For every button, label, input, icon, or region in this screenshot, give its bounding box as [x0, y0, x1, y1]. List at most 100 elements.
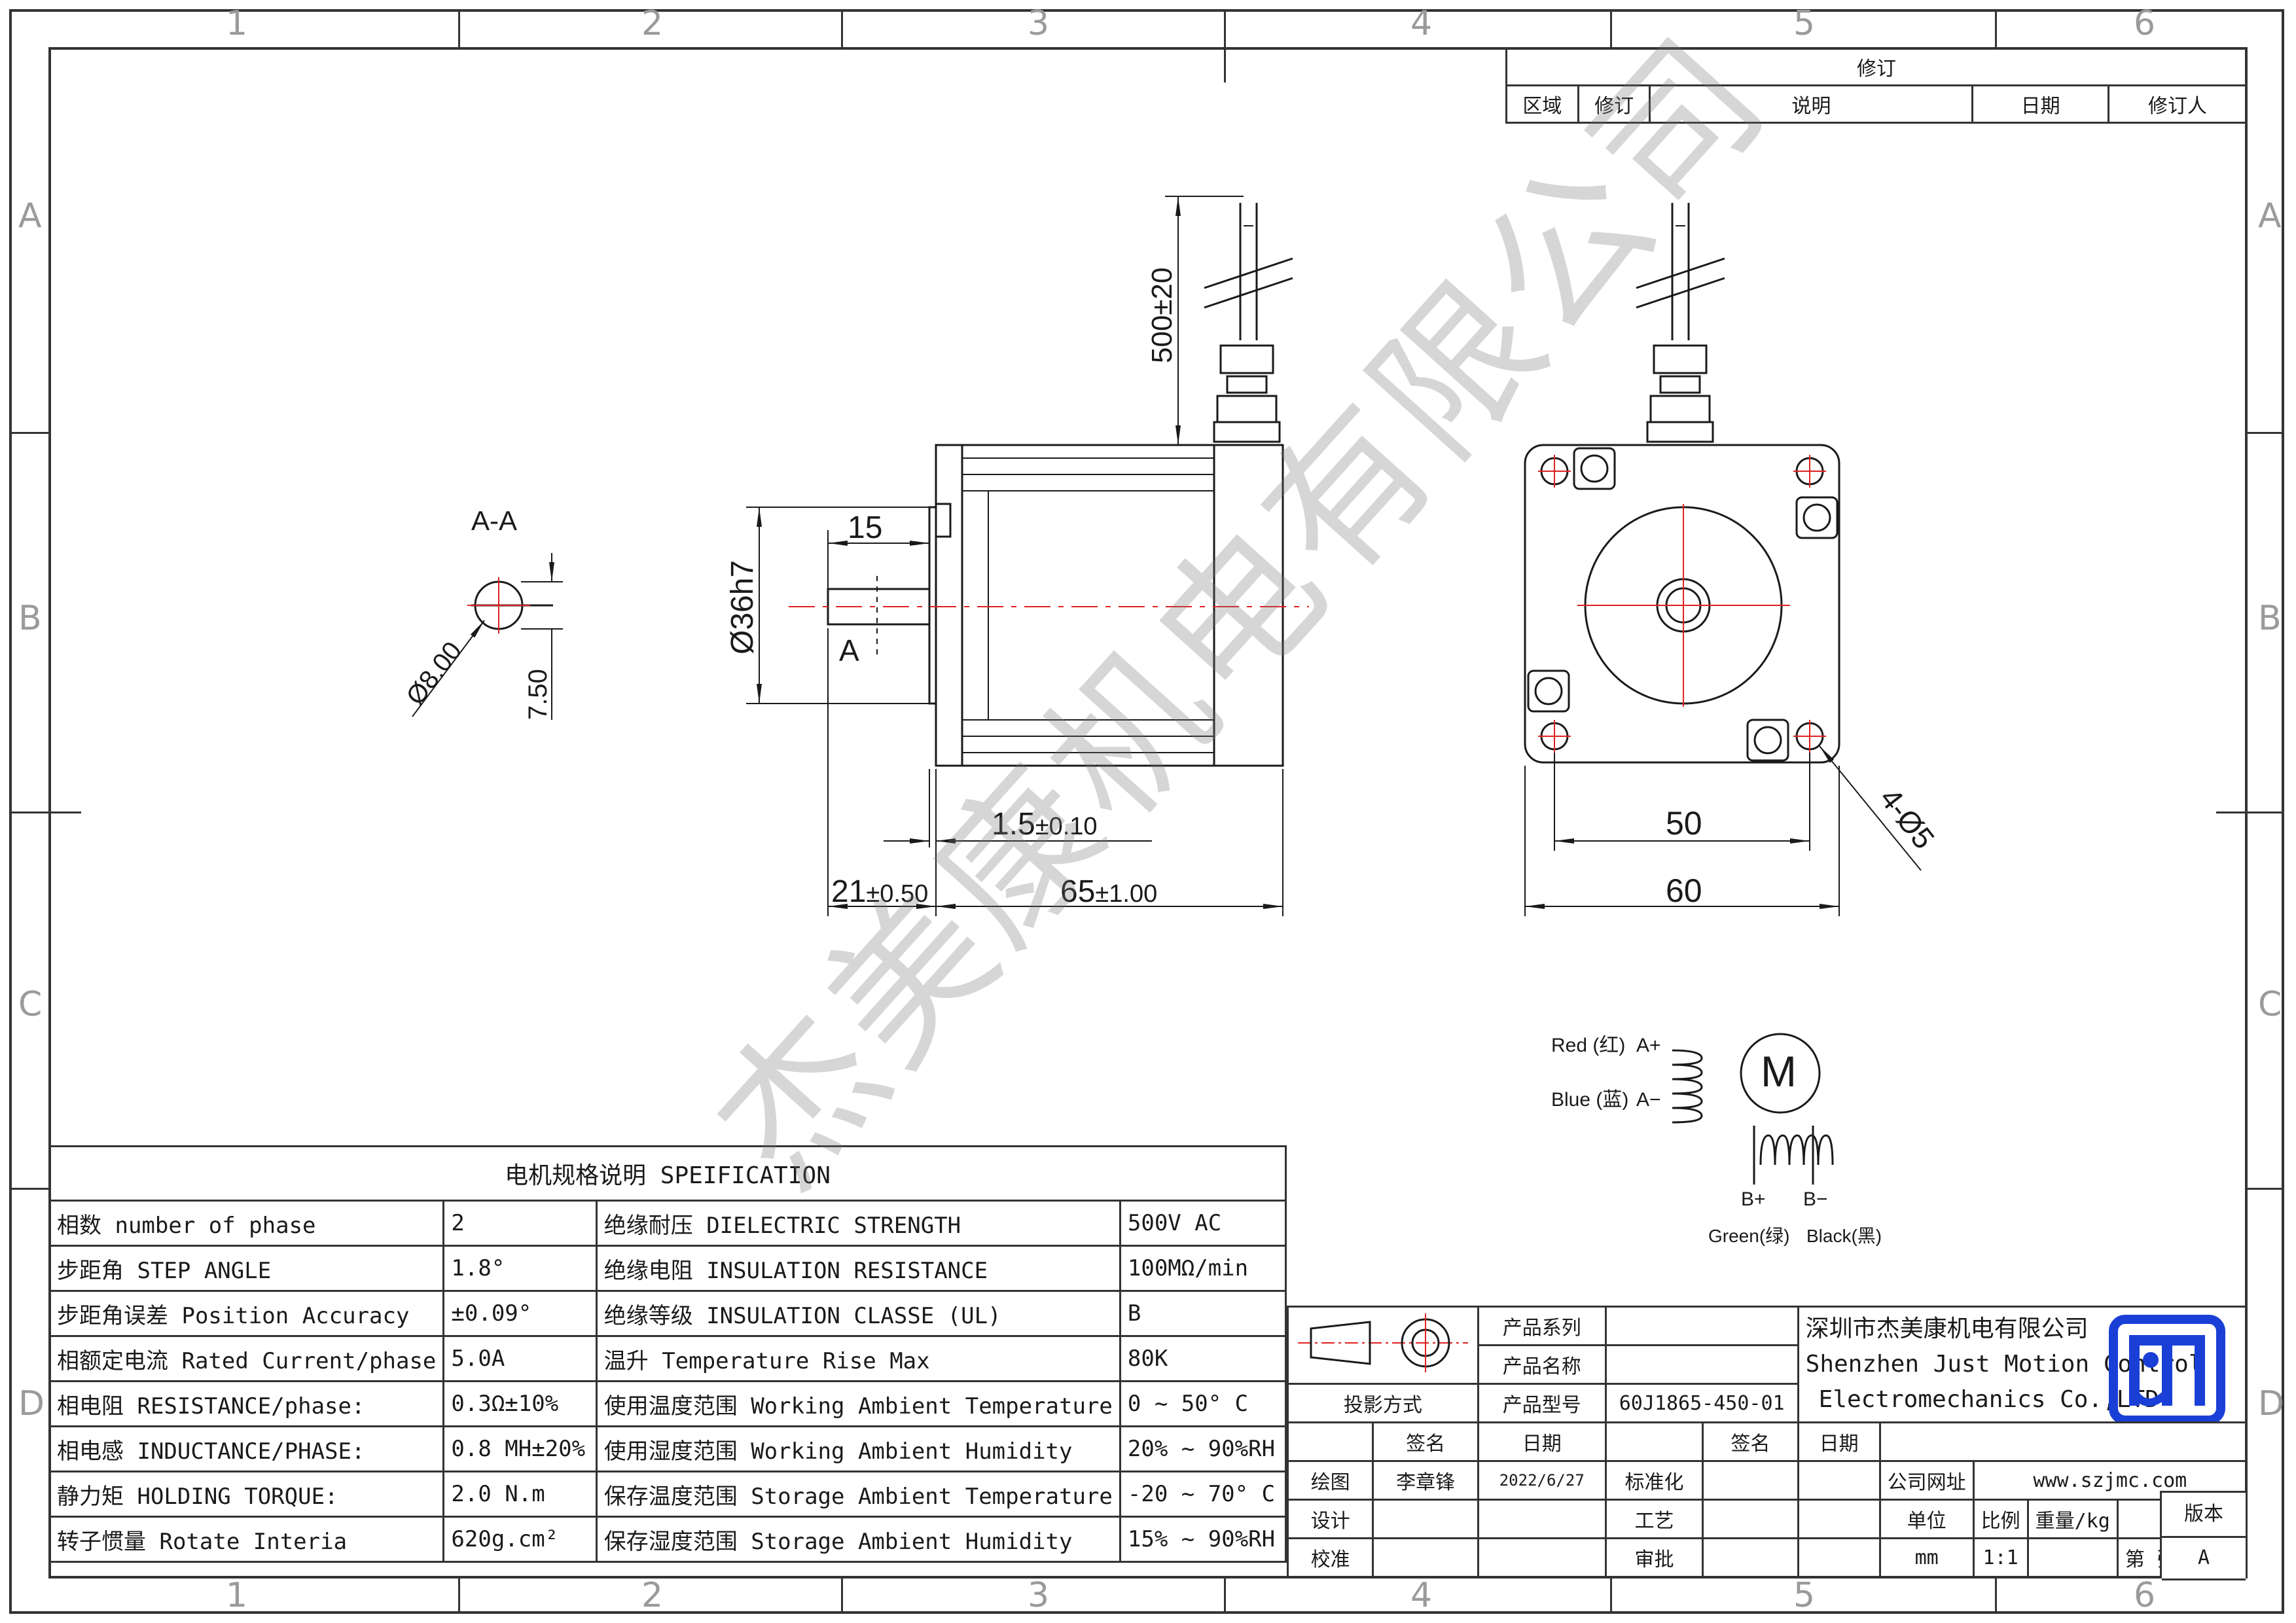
wiring-diagram	[1672, 1033, 1834, 1185]
date-header-2: 日期	[1797, 1421, 1881, 1462]
dim-shaft-main: 21	[831, 874, 866, 909]
spec-key: 使用湿度范围 Working Ambient Humidity	[595, 1425, 1121, 1472]
weight-header: 重量/kg	[2026, 1499, 2119, 1539]
grid-tick	[9, 812, 81, 813]
grid-col-6-bottom: 6	[2134, 1576, 2156, 1615]
grid-tick	[1610, 1578, 1612, 1614]
spec-table: 电机规格说明 SPEIFICATION 相数 number of phase 2…	[48, 1145, 1287, 1563]
company-name-cn: 深圳市杰美康机电有限公司	[1805, 1315, 2089, 1342]
spec-value: -20 ~ 70° C	[1119, 1471, 1287, 1518]
spec-value: 0.8 MH±20%	[442, 1425, 598, 1472]
dim-flange-tol: ±0.10	[1035, 813, 1098, 840]
revision-header-rev: 修订	[1577, 84, 1651, 124]
spec-value: ±0.09°	[442, 1290, 598, 1337]
grid-tick	[458, 1578, 460, 1614]
revision-header-area: 区域	[1505, 84, 1579, 124]
revision-header-desc: 说明	[1649, 84, 1974, 124]
grid-tick	[2216, 812, 2284, 813]
motor-symbol	[1740, 1033, 1821, 1114]
unit-header: 单位	[1878, 1499, 1975, 1539]
wire-blue: Blue (蓝)	[1551, 1089, 1628, 1111]
wire-green: Green(绿)	[1708, 1226, 1789, 1246]
company-block: 深圳市杰美康机电有限公司 Shenzhen Just Motion Contro…	[1797, 1306, 2248, 1423]
dim-lead-length: 500±20	[1146, 267, 1178, 363]
spec-key: 相电感 INDUCTANCE/PHASE:	[48, 1425, 445, 1472]
check-sign	[1372, 1537, 1479, 1578]
grid-tick	[1224, 9, 1226, 82]
wire-red: Red (红)	[1551, 1035, 1625, 1056]
grid-row-c-left: C	[18, 985, 43, 1024]
standard-label: 标准化	[1604, 1460, 1704, 1501]
wire-b-minus: B−	[1803, 1188, 1828, 1210]
version-box: 版本 A	[2160, 1491, 2248, 1580]
dim-shaft-dia: Ø8.00	[401, 637, 467, 711]
check-label: 校准	[1286, 1537, 1374, 1578]
grid-tick	[2248, 1188, 2284, 1190]
revision-table: 修订 区域 修订 说明 日期 修订人	[1505, 47, 2248, 124]
version-header: 版本	[2162, 1491, 2246, 1538]
design-date	[1477, 1499, 1607, 1539]
product-model-value: 60J1865-450-01	[1604, 1383, 1799, 1423]
spec-value: 620g.cm²	[442, 1516, 598, 1563]
grid-row-d-right: D	[2258, 1384, 2285, 1423]
process-label: 工艺	[1604, 1499, 1704, 1539]
product-name-label: 产品名称	[1477, 1344, 1607, 1385]
spec-value: 2	[442, 1200, 598, 1247]
company-name-en-2: Electromechanics Co.,LTD	[1818, 1386, 2159, 1413]
website-label: 公司网址	[1878, 1460, 1975, 1501]
blank-cell	[1604, 1421, 1704, 1462]
check-date	[1477, 1537, 1607, 1578]
sign-header: 签名	[1372, 1421, 1479, 1462]
grid-tick	[1995, 1578, 1997, 1614]
spec-row: 相额定电流 Rated Current/phase 5.0A 温升 Temper…	[48, 1335, 1287, 1382]
dim-shaft-tol: ±0.50	[866, 880, 928, 908]
grid-tick	[9, 432, 48, 434]
product-model-label: 产品型号	[1477, 1383, 1607, 1423]
dim-mount-holes: 4-Ø5	[1873, 781, 1941, 855]
front-view	[1524, 203, 1922, 916]
grid-col-5-bottom: 5	[1793, 1576, 1816, 1615]
process-date	[1797, 1499, 1881, 1539]
process-sign	[1702, 1499, 1799, 1539]
wire-a-minus: A−	[1636, 1089, 1661, 1111]
spec-key: 步距角 STEP ANGLE	[48, 1245, 445, 1292]
date-header: 日期	[1477, 1421, 1607, 1462]
motor-face	[1524, 444, 1840, 764]
standard-date	[1797, 1460, 1881, 1501]
revision-title: 修订	[1505, 47, 2248, 86]
grid-col-2-top: 2	[641, 4, 664, 43]
company-logo-icon	[2109, 1315, 2225, 1421]
spec-value: 1.8°	[442, 1245, 598, 1292]
grid-col-4-bottom: 4	[1410, 1576, 1433, 1615]
grid-col-4-top: 4	[1410, 4, 1433, 43]
section-title: A-A	[471, 505, 517, 536]
spec-key: 相电阻 RESISTANCE/phase:	[48, 1380, 445, 1427]
spec-key: 温升 Temperature Rise Max	[595, 1335, 1121, 1382]
revision-header-date: 日期	[1971, 84, 2109, 124]
grid-col-1-bottom: 1	[226, 1576, 248, 1615]
dim-pilot-dia: Ø36h7	[725, 560, 760, 654]
projection-symbol-cell	[1287, 1306, 1479, 1385]
drawer-name: 李章锋	[1372, 1460, 1479, 1501]
grid-row-b-right: B	[2258, 599, 2282, 638]
spec-key: 保存湿度范围 Storage Ambient Humidity	[595, 1516, 1121, 1563]
product-name-value	[1604, 1344, 1799, 1385]
grid-tick	[2248, 432, 2284, 434]
dim-body-main: 65	[1060, 874, 1095, 909]
drawn-label: 绘图	[1286, 1460, 1374, 1501]
grid-col-6-top: 6	[2134, 4, 2156, 43]
spec-key: 静力矩 HOLDING TORQUE:	[48, 1471, 445, 1518]
spec-key: 绝缘电阻 INSULATION RESISTANCE	[595, 1245, 1121, 1292]
dim-body-tol: ±1.00	[1095, 880, 1157, 908]
version-value: A	[2162, 1538, 2246, 1580]
cable-gland-nut	[1219, 344, 1274, 374]
side-view	[746, 196, 1309, 916]
dim-flange-main: 1.5	[992, 807, 1035, 842]
spec-value: 20% ~ 90%RH	[1119, 1425, 1287, 1472]
grid-col-5-top: 5	[1793, 4, 1816, 43]
projection-symbol-icon	[1297, 1313, 1468, 1372]
grid-tick	[1610, 9, 1612, 47]
dim-body-length: 65±1.00	[1060, 874, 1157, 909]
grid-tick	[841, 9, 843, 47]
